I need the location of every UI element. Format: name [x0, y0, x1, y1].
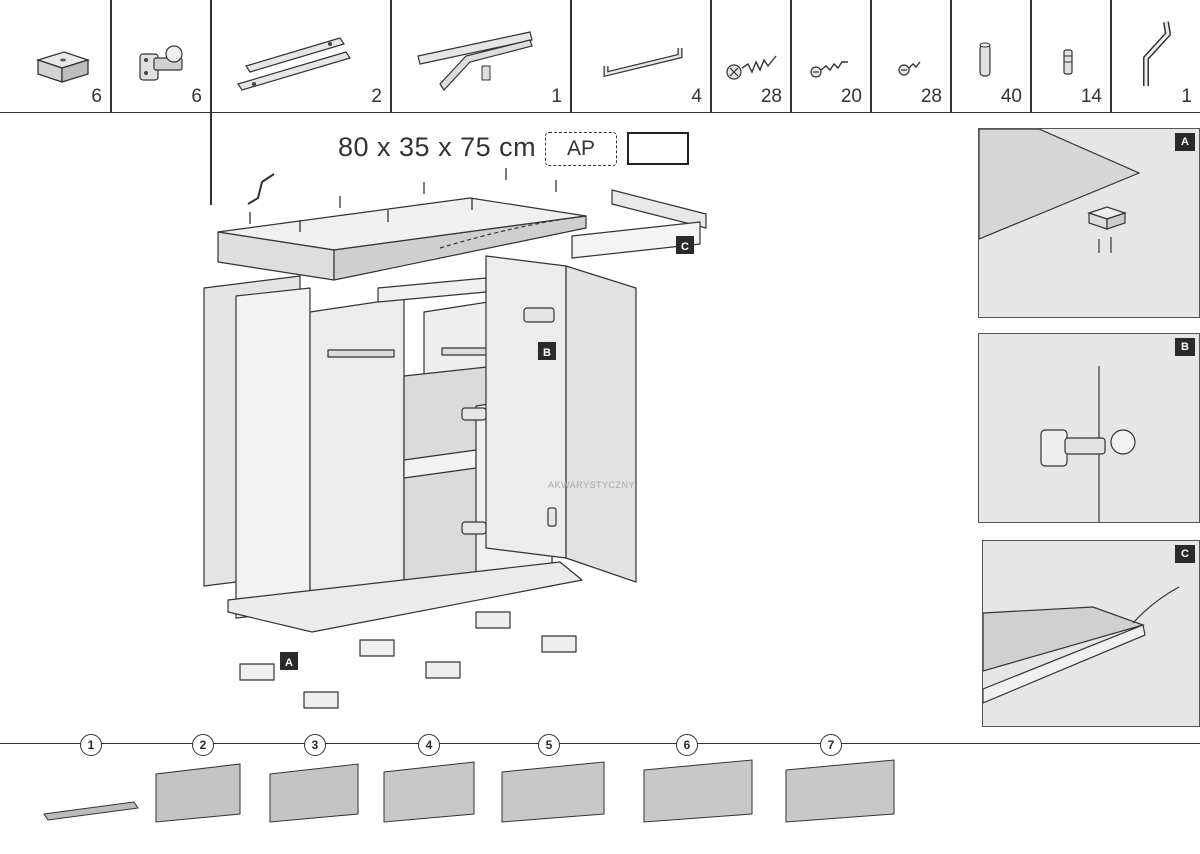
top-screws [247, 168, 557, 232]
step-1: 1 [24, 734, 154, 854]
wall-plug-screw-icon [726, 55, 777, 80]
hinge-icons [461, 307, 557, 535]
parts-list: 6 6 2 1 4 [0, 0, 1200, 205]
divider [110, 0, 112, 112]
callout-a-tag [280, 652, 298, 670]
part-plastic-foot: 6 [0, 0, 110, 112]
top-rail-front [571, 221, 701, 259]
drawer-top [377, 277, 487, 303]
step-6: 6 [642, 734, 772, 854]
part-quantity: 4 [691, 86, 702, 107]
part-hinge: 6 [110, 0, 210, 112]
hinge-icon [139, 45, 183, 81]
divider [210, 0, 212, 205]
step-7: 7 [784, 734, 914, 854]
top-dashed-line [439, 215, 587, 249]
foot-detail-icon [979, 129, 1141, 253]
detail-a-tag: A [1175, 133, 1195, 151]
right-side-panel [565, 265, 637, 583]
allen-key-icon [247, 173, 275, 205]
divider [1110, 0, 1112, 112]
exploded-assembly-diagram: C B A [203, 168, 707, 709]
detail-a-panel: A [978, 128, 1200, 318]
watermark: AKWARYSTYCZNY [548, 480, 636, 490]
short-screw-icon [898, 61, 921, 76]
divider [570, 0, 572, 112]
top-panel-side-edge [333, 215, 587, 281]
left-door-handle [327, 349, 395, 358]
part-short-screw: 28 [870, 0, 950, 112]
part-cam-pin: 14 [1030, 0, 1110, 112]
dimensions-label: 80 x 35 x 75 cm [338, 132, 537, 162]
step-number: 1 [80, 734, 102, 756]
divider [710, 0, 712, 112]
detail-b-panel: B [978, 333, 1200, 523]
base-panel [227, 561, 583, 633]
cam-pin-icon [1063, 49, 1073, 75]
callout-c-label: C [681, 241, 689, 253]
divider [790, 0, 792, 112]
color-swatch [627, 132, 689, 165]
model-code-badge: AP [545, 132, 617, 166]
part-quantity: 1 [551, 86, 562, 107]
part-handle: 4 [570, 0, 710, 112]
step-number: 7 [820, 734, 842, 756]
feet [239, 611, 577, 709]
divider [870, 0, 872, 112]
step-number: 4 [418, 734, 440, 756]
callout-a-label: A [285, 657, 293, 669]
detail-c-tag: C [1175, 545, 1195, 563]
part-quantity: 20 [840, 86, 862, 107]
part-wooden-dowel: 40 [950, 0, 1030, 112]
part-quantity: 28 [760, 86, 782, 107]
part-quantity: 6 [91, 86, 102, 107]
hinge-detail-icon [1040, 366, 1136, 522]
part-quantity: 2 [371, 86, 382, 107]
plastic-foot-icon [35, 51, 91, 83]
part-rail-bracket: 1 [390, 0, 570, 112]
left-door [309, 297, 405, 611]
divider [950, 0, 952, 112]
step-number: 5 [538, 734, 560, 756]
rail-bracket-icon [417, 31, 533, 91]
callout-c-tag [676, 236, 694, 254]
detail-c-panel: C [982, 540, 1200, 727]
step-2: 2 [140, 734, 270, 854]
part-quantity: 28 [920, 86, 942, 107]
part-drawer-rail: 2 [210, 0, 390, 112]
part-wall-plug-screw: 28 [710, 0, 790, 112]
part-long-screw: 20 [790, 0, 870, 112]
top-rail [611, 189, 707, 229]
step-number: 3 [304, 734, 326, 756]
divider [390, 0, 392, 112]
step-sequence: 1 2 3 4 5 6 7 [0, 734, 1200, 854]
drawer-rail-icon [237, 37, 351, 91]
top-rail-detail-icon [983, 586, 1180, 704]
detail-b-tag: B [1175, 338, 1195, 356]
callout-b-tag [538, 342, 556, 360]
callout-b-label: B [543, 347, 551, 359]
step-5: 5 [500, 734, 630, 854]
step-4: 4 [382, 734, 512, 854]
left-panel-face [235, 287, 311, 619]
handle-icon [603, 48, 683, 78]
part-quantity: 6 [191, 86, 202, 107]
part-allen-key: 1 [1110, 0, 1200, 112]
divider [1030, 0, 1032, 112]
step-3: 3 [266, 734, 396, 854]
part-quantity: 40 [1000, 86, 1022, 107]
part-quantity: 1 [1181, 86, 1192, 107]
allen-key-icon [1143, 21, 1171, 86]
step-number: 6 [676, 734, 698, 756]
step-number: 2 [192, 734, 214, 756]
long-screw-icon [810, 61, 848, 78]
wooden-dowel-icon [979, 42, 991, 77]
part-quantity: 14 [1080, 86, 1102, 107]
